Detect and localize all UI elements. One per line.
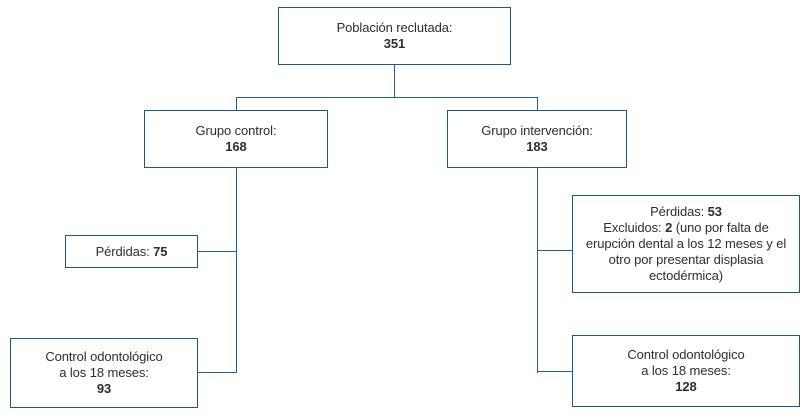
losses-control-value: 75 xyxy=(153,243,168,259)
connector-losses-control xyxy=(198,251,236,252)
losses-intervention-box: Pérdidas: 53 Excluidos: 2 (uno por falta… xyxy=(572,195,800,293)
connector-split-horizontal xyxy=(236,97,538,98)
followup-control-label-2: a los 18 meses: xyxy=(59,365,149,380)
control-group-label: Grupo control: xyxy=(195,123,277,138)
followup-intervention-label-2: a los 18 meses: xyxy=(641,363,731,378)
losses-intervention-label: Pérdidas: xyxy=(650,204,705,219)
recruited-population-box: Población reclutada: 351 xyxy=(278,7,511,65)
connector-losses-intervention xyxy=(537,250,572,251)
connector-top-drop xyxy=(394,65,395,98)
intervention-group-box: Grupo intervención: 183 xyxy=(447,110,627,168)
connector-followup-control xyxy=(198,372,236,373)
connector-intervention-spine xyxy=(537,168,538,373)
connector-control-drop xyxy=(236,97,237,110)
connector-intervention-drop xyxy=(537,97,538,110)
intervention-group-label: Grupo intervención: xyxy=(481,123,593,138)
losses-control-label: Pérdidas: xyxy=(95,243,150,259)
connector-followup-intervention xyxy=(537,371,572,372)
control-group-value: 168 xyxy=(225,139,247,154)
followup-intervention-box: Control odontológico a los 18 meses: 128 xyxy=(572,335,800,407)
recruited-label: Población reclutada: xyxy=(336,20,453,35)
intervention-group-value: 183 xyxy=(526,139,548,154)
losses-intervention-value: 53 xyxy=(707,204,722,219)
losses-control-text: Pérdidas: 75 xyxy=(96,244,168,260)
followup-control-box: Control odontológico a los 18 meses: 93 xyxy=(10,338,198,408)
recruited-value: 351 xyxy=(383,36,406,51)
excluded-label: Excluidos: xyxy=(603,220,662,235)
excluded-detail: (uno por falta de erupción dental a los … xyxy=(585,220,787,283)
losses-intervention-text: Pérdidas: 53 Excluidos: 2 (uno por falta… xyxy=(582,204,790,284)
losses-control-box: Pérdidas: 75 xyxy=(65,235,198,268)
control-group-box: Grupo control: 168 xyxy=(144,110,328,168)
excluded-value: 2 xyxy=(665,220,673,235)
followup-intervention-value: 128 xyxy=(675,379,697,394)
followup-control-label-1: Control odontológico xyxy=(45,349,163,364)
followup-intervention-label-1: Control odontológico xyxy=(627,347,745,362)
connector-control-spine xyxy=(236,168,237,373)
followup-control-value: 93 xyxy=(96,381,112,396)
